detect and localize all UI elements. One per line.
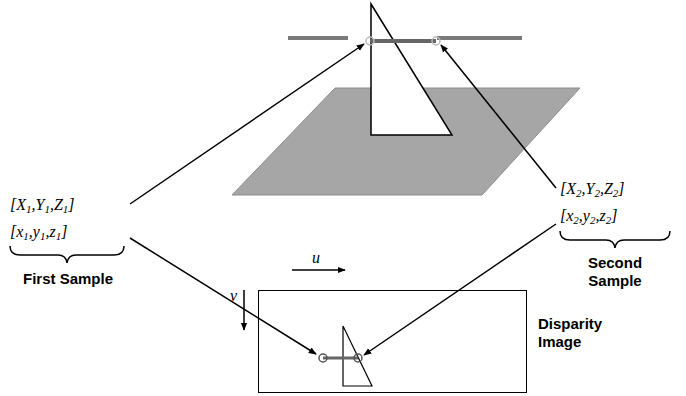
- leader-arrow: [130, 238, 316, 354]
- image-triangle: [343, 326, 372, 386]
- image-stripe: [323, 357, 358, 360]
- bracket: [560, 231, 670, 248]
- image-title: Disparity Image: [538, 315, 618, 351]
- axis-label: u: [312, 250, 320, 266]
- image-coordinate: [x1,y1,z1]: [10, 224, 67, 240]
- image-sample-point: [319, 354, 327, 362]
- sample-caption: Second Sample: [572, 254, 658, 290]
- sample-point: [366, 37, 374, 45]
- leader-arrow: [441, 45, 556, 188]
- axis-label: v: [230, 288, 237, 304]
- sample-caption: First Sample: [14, 270, 122, 288]
- sample-point: [432, 37, 440, 45]
- world-coordinate: [X2,Y2,Z2]: [560, 181, 625, 197]
- world-coordinate: [X1,Y1,Z1]: [10, 197, 75, 213]
- leader-arrow: [130, 44, 364, 204]
- triangle-object: [371, 4, 452, 135]
- stripe-segment: [288, 36, 348, 40]
- bracket: [10, 246, 124, 263]
- u-axis-arrow: [292, 269, 345, 271]
- stripe-segment: [437, 36, 522, 40]
- stripe-on-object: [370, 39, 436, 43]
- disparity-image-frame: Disparity Image: [258, 290, 527, 393]
- image-coordinate: [x2,y2,z2]: [560, 208, 617, 224]
- image-sample-point: [354, 354, 362, 362]
